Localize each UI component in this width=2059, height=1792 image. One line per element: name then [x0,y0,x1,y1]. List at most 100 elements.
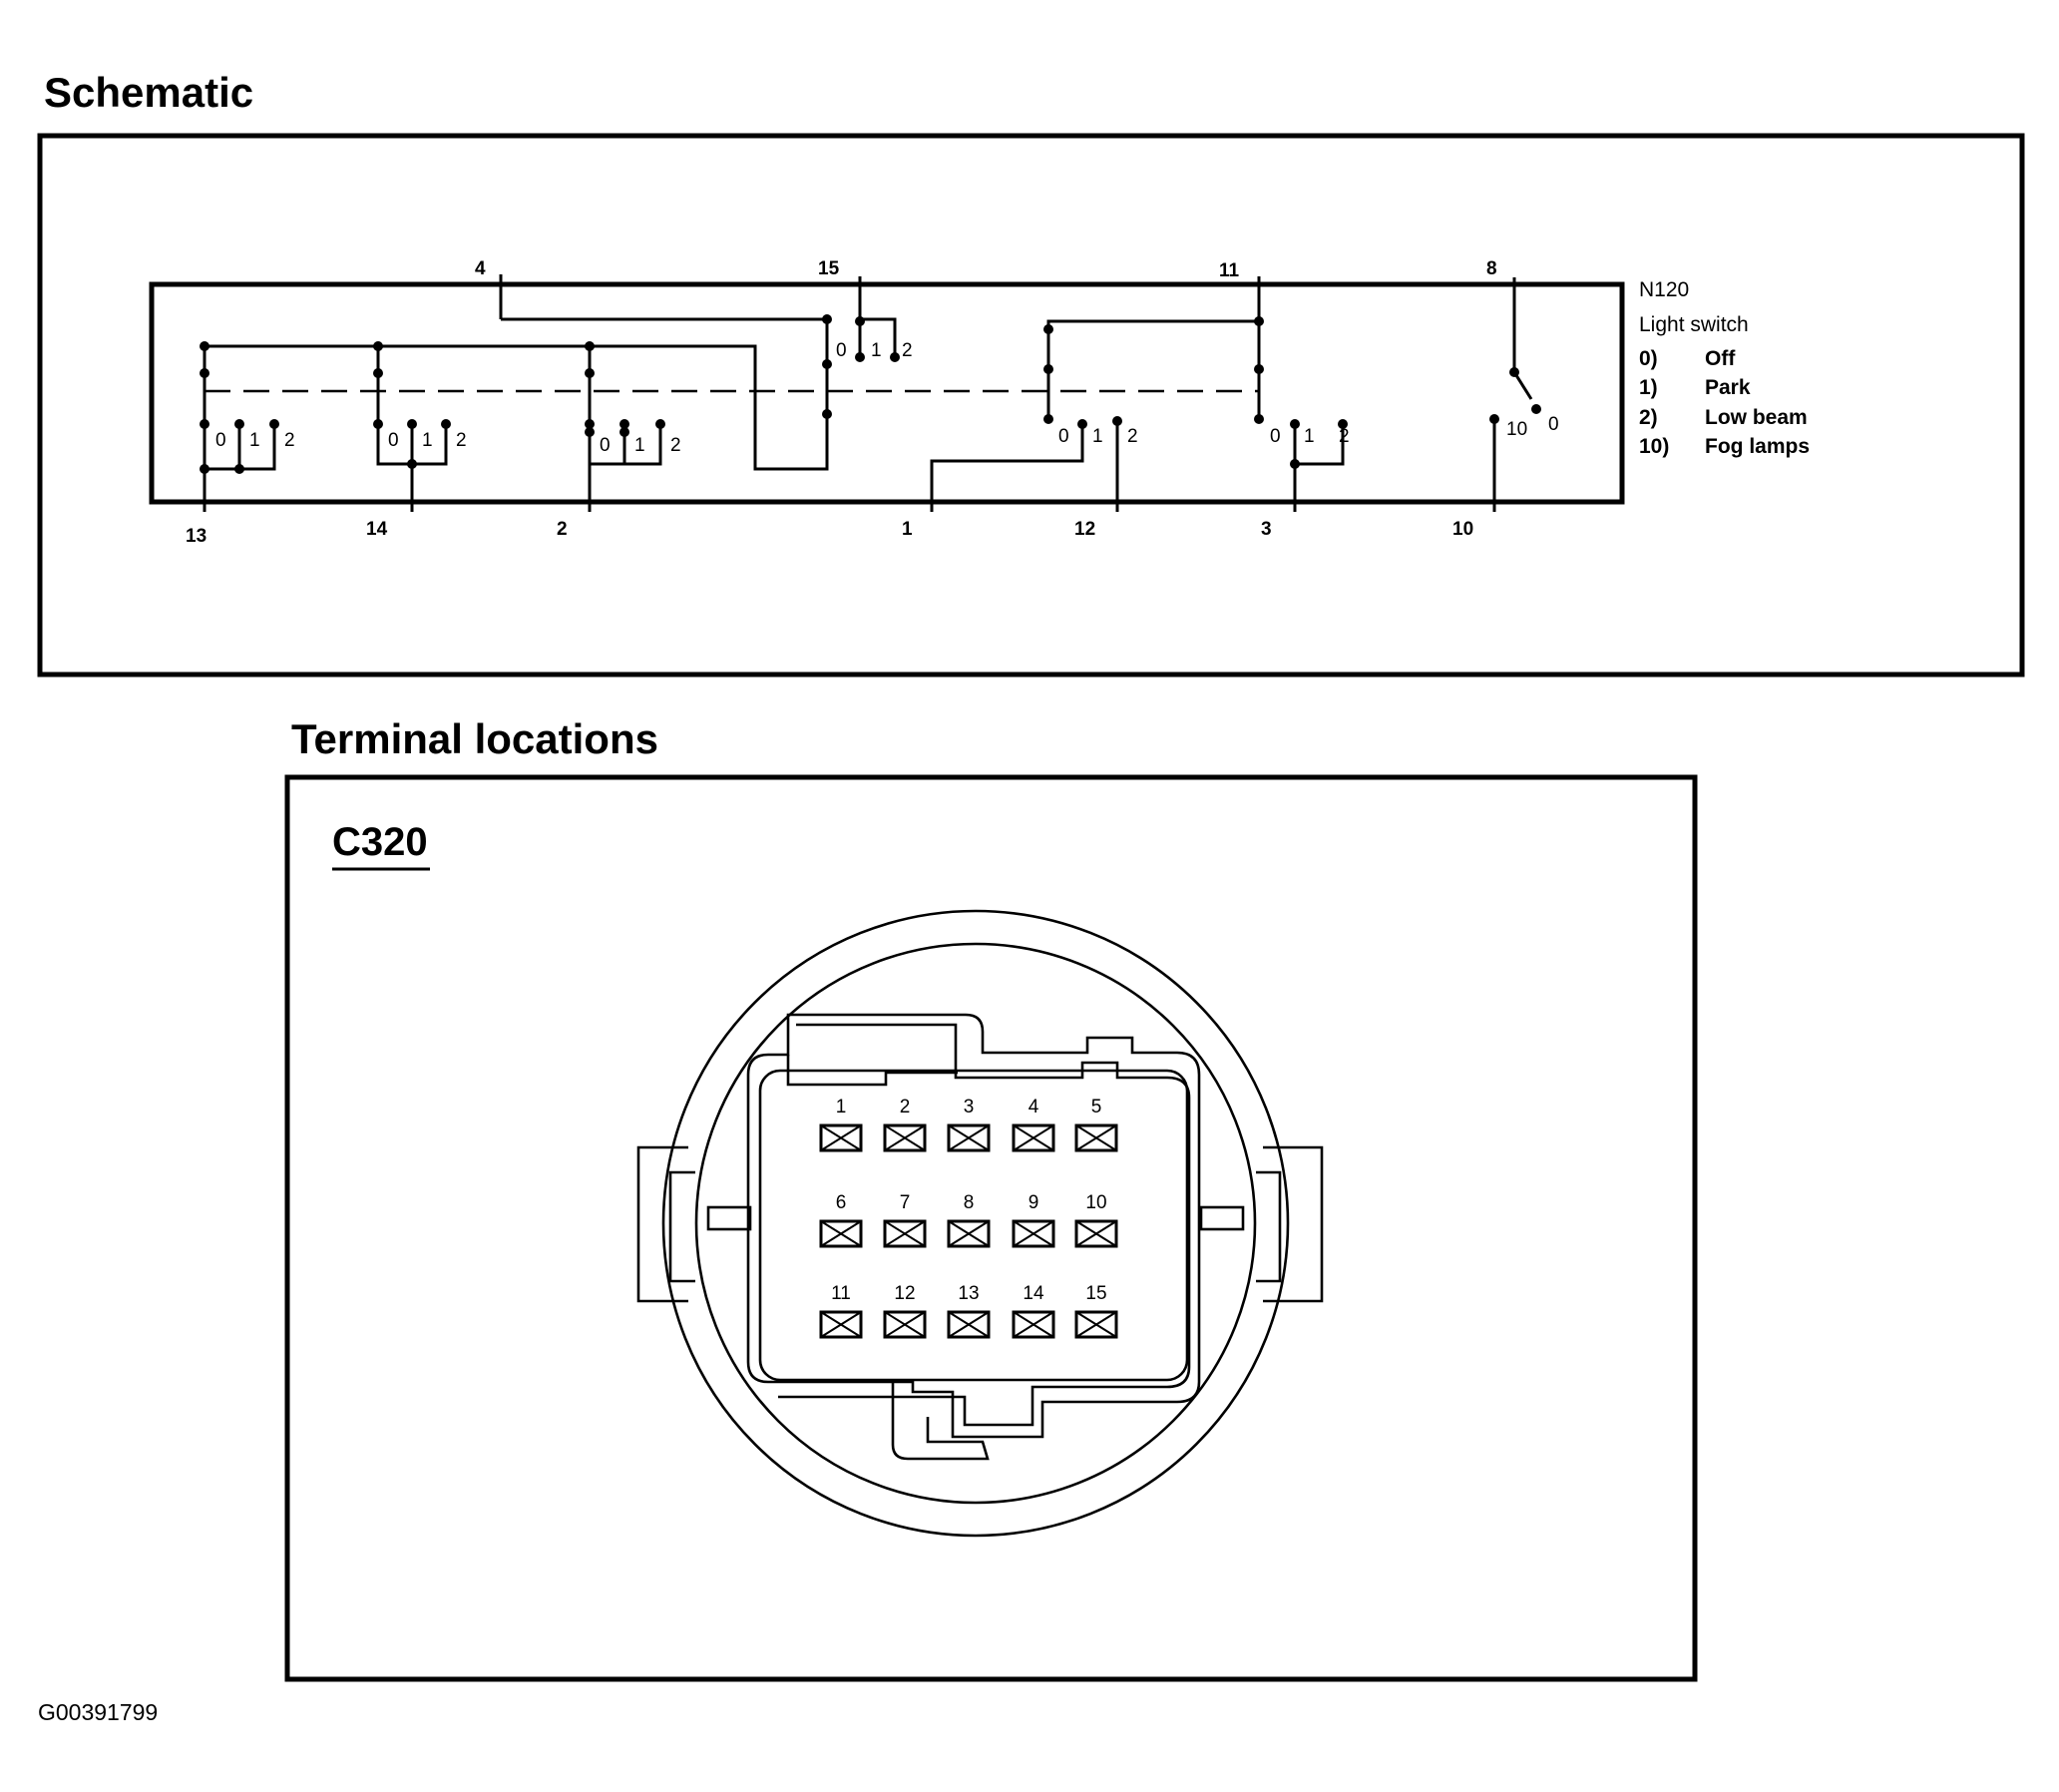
position-label: 0 [1270,426,1281,447]
right-latch-inner [1256,1170,1282,1283]
position-label: 2 [456,430,467,451]
pin-cavity [947,1310,991,1339]
position-label: 2 [1339,426,1350,447]
pin-cavity [1074,1310,1118,1339]
pin-number: 15 [1085,1283,1106,1304]
fog-position-label: 0 [1548,414,1559,435]
connector-inner-ring [694,942,1257,1505]
terminal-label: 15 [818,258,840,279]
terminal-locations-frame [284,774,1698,1682]
legend-value: Fog lamps [1705,435,1810,458]
position-label: 1 [249,430,260,451]
pin-cavity [1012,1219,1055,1248]
position-label: 0 [836,340,847,361]
position-label: 1 [1304,426,1315,447]
right-latch-tab [1263,1145,1324,1303]
pin-cavity-cross [820,1311,862,1338]
pin-number: 3 [964,1097,975,1118]
legend-key: 0) [1639,347,1658,370]
pin-cavity-cross [820,1124,862,1151]
position-label: 1 [871,340,882,361]
pin-cavity [1012,1123,1055,1152]
component-id: N120 [1639,278,1689,301]
pin-number: 2 [900,1097,911,1118]
connector-outer-ring [661,909,1290,1538]
top-lock-tab [786,1055,958,1087]
legend-value: Off [1705,347,1736,370]
pin-cavity-cross [1013,1311,1054,1338]
position-label: 0 [215,430,226,451]
left-latch-inner [668,1170,695,1283]
pin-cavity [947,1123,991,1152]
position-label: 0 [600,435,611,456]
position-labels: 0 1 2 0 1 2 0 1 2 0 1 2 0 1 2 0 1 2 10 0 [215,340,1559,456]
pin-cavity [819,1219,863,1248]
pin-cavity [883,1123,927,1152]
pin-cavity-cross [948,1124,990,1151]
pin-cavity [1074,1123,1118,1152]
terminal-label: 11 [1219,260,1240,281]
pin-cavity-cross [948,1311,990,1338]
pin-number: 12 [894,1283,915,1304]
pin-number: 6 [836,1192,847,1213]
pin-cavity [819,1310,863,1339]
left-key [706,1205,752,1231]
terminal-label: 13 [186,526,206,547]
connector-id: C320 [332,820,428,864]
component-name: Light switch [1639,313,1749,336]
pin-cavity-cross [1013,1124,1054,1151]
fog-position-label: 10 [1506,419,1527,440]
schematic-heading: Schematic [44,69,253,116]
switch-body [149,281,1625,505]
position-label: 2 [902,340,913,361]
terminal-label: 4 [475,258,486,279]
light-switch-symbol: 4 15 11 8 13 14 2 1 12 3 10 0 1 2 0 1 2 … [149,258,1625,547]
position-label: 0 [388,430,399,451]
pin-number: 14 [1023,1283,1044,1304]
pin-number: 13 [958,1283,979,1304]
pin-cavity [1012,1310,1055,1339]
internal-wiring [203,317,1533,512]
position-label: 1 [1092,426,1103,447]
pin-number: 7 [900,1192,911,1213]
pin-number: 5 [1091,1097,1102,1118]
terminal-label: 14 [366,519,388,540]
pin-insert [758,1069,1189,1382]
legend-value: Park [1705,376,1751,399]
pin-cavity [819,1123,863,1152]
position-label: 2 [1127,426,1138,447]
pin-cavity [1074,1219,1118,1248]
bottom-lock-tab [891,1382,990,1461]
position-label: 2 [284,430,295,451]
connector-housing [746,1013,1201,1439]
terminal-label: 3 [1261,519,1272,540]
left-latch-tab [636,1145,688,1303]
pin-number: 11 [831,1283,851,1304]
terminal-leads [203,274,1516,512]
legend-key: 1) [1639,376,1658,399]
right-key [1199,1205,1245,1231]
pin-cavity-cross [820,1220,862,1247]
connector-face [636,909,1324,1538]
figure-code: G00391799 [38,1699,158,1725]
pin-number: 4 [1029,1097,1039,1118]
position-label: 1 [422,430,433,451]
pin-cavity [947,1219,991,1248]
pin-cavity-cross [884,1311,926,1338]
pin-number: 8 [964,1192,975,1213]
pin-cavity [883,1219,927,1248]
pin-cavity-cross [884,1124,926,1151]
terminal-label: 1 [902,519,913,540]
schematic-legend: N120 Light switch 0) Off 1) Park 2) Low … [1639,278,1810,458]
pin-cavity-cross [948,1220,990,1247]
legend-key: 10) [1639,435,1669,458]
position-label: 0 [1058,426,1069,447]
pin-cavity-cross [1075,1124,1117,1151]
pin-number: 1 [836,1097,847,1118]
position-label: 2 [670,435,681,456]
contact-dots [200,314,1541,474]
position-label: 1 [634,435,645,456]
